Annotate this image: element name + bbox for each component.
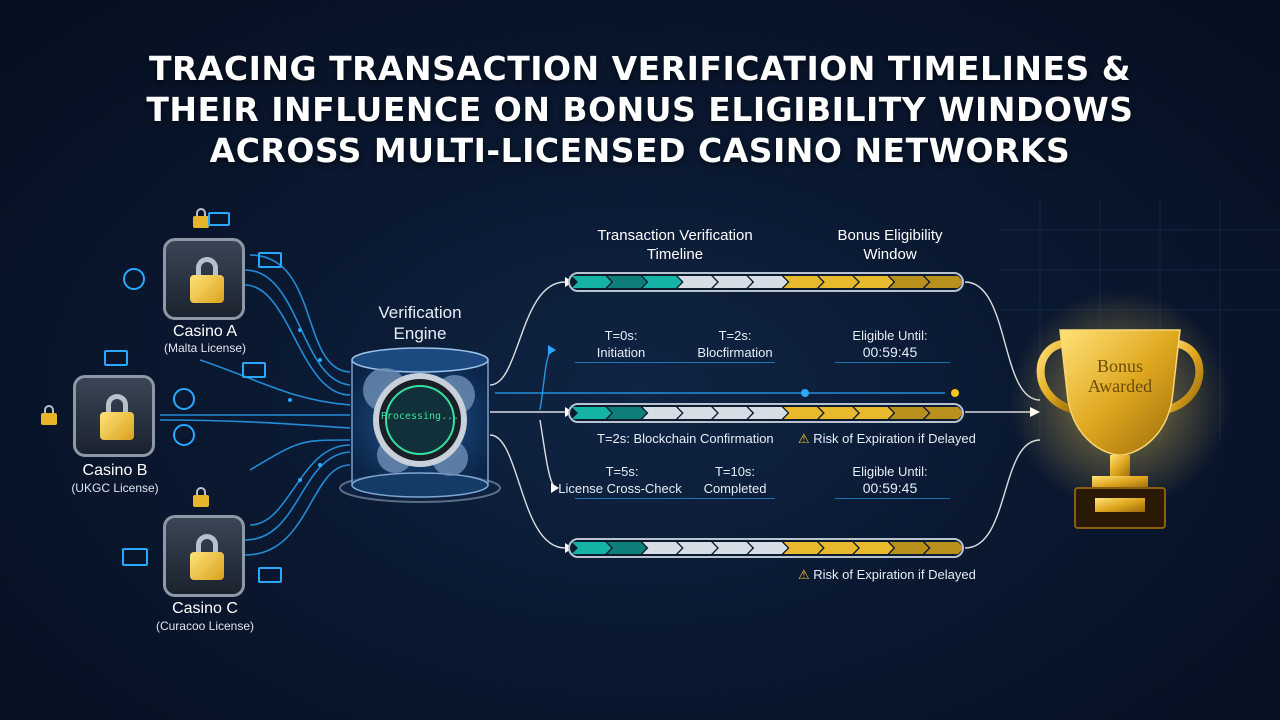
- trophy-icon: [1010, 290, 1230, 529]
- row2-risk: ⚠ Risk of Expiration if Delayed: [798, 430, 976, 447]
- timeline-header: Transaction Verification Timeline: [575, 226, 775, 264]
- signal-dot-gold: [951, 389, 959, 397]
- engine-status: Processing...: [380, 411, 460, 422]
- lock-icon: [41, 405, 57, 425]
- row2-eligible-label: Eligible Until:: [852, 464, 928, 479]
- row2-t10-desc: Completed: [703, 481, 767, 496]
- lock-icon: [190, 534, 224, 580]
- page-title: TRACING TRANSACTION VERIFICATION TIMELIN…: [0, 48, 1280, 171]
- trophy-label-line-1: Bonus: [1096, 356, 1143, 376]
- timeline-bar-3: [568, 538, 964, 558]
- row2-eligible-time: 00:59:45: [862, 480, 918, 496]
- row2-t5: T=5s:: [605, 464, 639, 479]
- window-header-line-2: Window: [863, 246, 917, 263]
- casino-a-name: Casino A: [172, 323, 238, 340]
- casino-c-name: Casino C: [172, 600, 238, 617]
- timeline-header-line-1: Transaction Verification: [597, 227, 753, 244]
- title-line-2: THEIR INFLUENCE ON BONUS ELIGIBILITY WIN…: [146, 90, 1134, 129]
- row1-t0-desc: Initiation: [596, 345, 646, 360]
- title-line-1: TRACING TRANSACTION VERIFICATION TIMELIN…: [148, 49, 1132, 88]
- row2-confirmation: T=2s: Blockchain Confirmation: [597, 431, 774, 446]
- signal-dot-blue: [801, 389, 809, 397]
- exchange-icon: [173, 424, 195, 446]
- trophy-label: Bonus Awarded: [1070, 356, 1170, 396]
- casino-b-lock: [73, 375, 155, 457]
- row2-underline: [575, 498, 775, 499]
- warning-icon: ⚠: [798, 431, 810, 446]
- row3-risk: ⚠ Risk of Expiration if Delayed: [798, 566, 976, 583]
- row3-risk-text: Risk of Expiration if Delayed: [813, 567, 976, 582]
- casino-a-lock: [163, 238, 245, 320]
- clock-icon: [373, 373, 467, 467]
- lock-icon: [100, 394, 134, 440]
- timeline-bar-1: [568, 272, 964, 292]
- casino-b-license: (UKGC License): [71, 481, 159, 495]
- exchange-icon: [173, 388, 195, 410]
- timeline-bar-2: [568, 403, 964, 423]
- card-icon: [122, 548, 148, 566]
- engine-label: Verification Engine: [345, 302, 495, 344]
- card-icon: [258, 252, 282, 268]
- row1-underline-2: [835, 362, 950, 363]
- card-icon: [242, 362, 266, 378]
- network-lines: [159, 254, 351, 556]
- row1-t2-desc: Blocfirmation: [697, 345, 773, 360]
- timeline-header-line-2: Timeline: [646, 246, 704, 263]
- engine-connections: [489, 281, 566, 549]
- row1-t2: T=2s:: [718, 328, 752, 343]
- network-nodes: [288, 328, 322, 482]
- row1-eligible-label: Eligible Until:: [852, 328, 928, 343]
- row2-risk-text: Risk of Expiration if Delayed: [813, 431, 976, 446]
- engine-label-line-2: Engine: [393, 324, 447, 343]
- warning-icon: ⚠: [798, 567, 810, 582]
- casino-c-lock: [163, 515, 245, 597]
- card-icon: [104, 350, 128, 366]
- lock-icon: [193, 208, 209, 228]
- title-line-3: ACROSS MULTI-LICENSED CASINO NETWORKS: [209, 131, 1071, 170]
- row1-t0: T=0s:: [604, 328, 638, 343]
- exchange-icon: [123, 268, 145, 290]
- card-icon: [208, 212, 230, 226]
- row1-underline: [575, 362, 775, 363]
- row2-underline-2: [835, 498, 950, 499]
- trophy-label-line-2: Awarded: [1087, 376, 1153, 396]
- row1-eligible-time: 00:59:45: [862, 344, 918, 360]
- window-header: Bonus Eligibility Window: [805, 226, 975, 264]
- row2-t10: T=10s:: [714, 464, 756, 479]
- window-header-line-1: Bonus Eligibility: [837, 227, 943, 244]
- engine-label-line-1: Verification: [378, 303, 462, 322]
- casino-b-name: Casino B: [82, 462, 148, 479]
- casino-a-license: (Malta License): [163, 341, 247, 355]
- card-icon: [258, 567, 282, 583]
- row2-t5-desc: License Cross-Check: [558, 481, 682, 496]
- lock-icon: [193, 487, 209, 507]
- casino-c-license: (Curacoo License): [155, 619, 255, 633]
- lock-icon: [190, 257, 224, 303]
